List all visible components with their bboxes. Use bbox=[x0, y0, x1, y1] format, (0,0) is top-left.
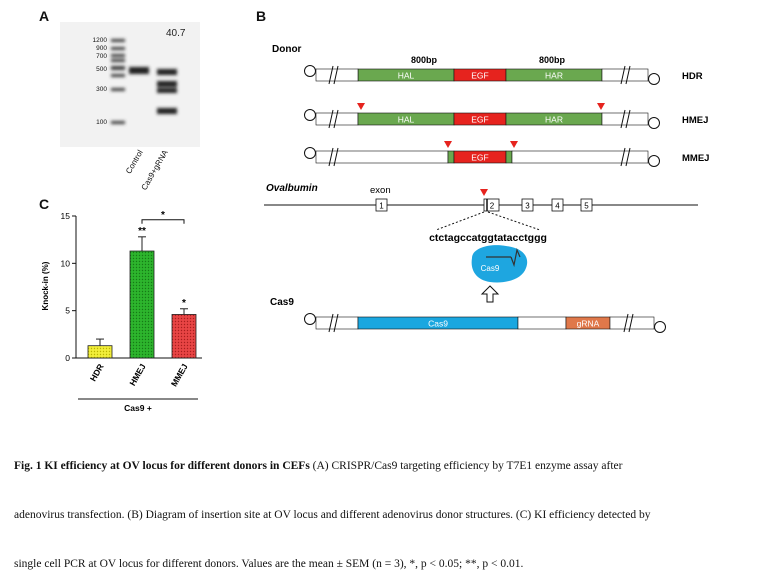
svg-text:HAL: HAL bbox=[398, 71, 415, 81]
cas9-title: Cas9 bbox=[270, 297, 294, 308]
bar-hdr bbox=[87, 345, 113, 359]
svg-text:HAL: HAL bbox=[398, 115, 415, 125]
gel-image: 1200 900 700 500 300 100 40.7 Control Ca… bbox=[60, 22, 200, 192]
ladder-label: 500 bbox=[96, 66, 107, 73]
significance-mark: ** bbox=[138, 226, 146, 237]
ladder-label: 900 bbox=[96, 45, 107, 52]
ladder-bands bbox=[111, 39, 125, 124]
y-axis-label: Knock-in (%) bbox=[41, 261, 50, 310]
svg-text:2: 2 bbox=[490, 202, 495, 211]
construct-hdr: HAL EGF HAR HDR bbox=[304, 65, 703, 85]
cut-site-marker bbox=[357, 103, 365, 110]
construct-name-hmej: HMEJ bbox=[682, 115, 708, 126]
ladder-label: 300 bbox=[96, 86, 107, 93]
svg-text:EGF: EGF bbox=[471, 71, 488, 81]
construct-mmej: EGF MMEJ bbox=[304, 141, 709, 167]
ladder-label: 700 bbox=[96, 53, 107, 60]
gel-background bbox=[60, 22, 200, 147]
figure-caption-line-3: single cell PCR at OV locus for differen… bbox=[14, 558, 524, 570]
lane-label-cas9: Cas9+gRNA bbox=[140, 148, 170, 192]
donor-diagram: Donor 800bp 800bp HAL EGF HAR HDR HAL EG… bbox=[264, 44, 709, 333]
bar-hmej bbox=[129, 250, 155, 359]
control-band bbox=[129, 67, 149, 74]
cas9-lane-bands bbox=[157, 69, 177, 114]
caption-title: Fig. 1 KI efficiency at OV locus for dif… bbox=[14, 460, 310, 472]
y-tick-label: 10 bbox=[61, 258, 71, 268]
bars: **** bbox=[87, 210, 197, 359]
construct-hmej: HAL EGF HAR HMEJ bbox=[304, 103, 708, 129]
svg-text:Cas9: Cas9 bbox=[481, 264, 500, 273]
svg-text:HAR: HAR bbox=[545, 71, 563, 81]
cut-site-marker bbox=[597, 103, 605, 110]
svg-text:gRNA: gRNA bbox=[577, 319, 600, 329]
y-tick-label: 5 bbox=[65, 306, 70, 316]
ladder-label: 1200 bbox=[93, 37, 108, 44]
efficiency-value: 40.7 bbox=[166, 28, 186, 39]
svg-text:5: 5 bbox=[584, 202, 589, 211]
arm-size-right: 800bp bbox=[539, 55, 566, 65]
bar-mmej bbox=[171, 314, 197, 359]
ovalbumin-locus: 1 2 3 4 5 bbox=[264, 189, 698, 231]
cut-site-marker bbox=[510, 141, 518, 148]
cut-site-marker bbox=[480, 189, 488, 196]
target-sequence: ctctagccatggtatacctggg bbox=[429, 232, 547, 244]
figure-caption-line-2: adenovirus transfection. (B) Diagram of … bbox=[14, 509, 651, 521]
construct-name-hdr: HDR bbox=[682, 71, 703, 82]
panel-a-label: A bbox=[39, 8, 50, 24]
lane-label-control: Control bbox=[124, 148, 145, 175]
caption-text: (A) CRISPR/Cas9 targeting efficiency by … bbox=[309, 460, 623, 472]
svg-text:4: 4 bbox=[555, 202, 560, 211]
comparison-bracket bbox=[141, 219, 185, 224]
x-tick-label: HMEJ bbox=[127, 362, 148, 388]
comparison-mark: * bbox=[161, 210, 165, 221]
group-label: Cas9 + bbox=[124, 403, 152, 413]
y-tick-label: 15 bbox=[61, 211, 71, 221]
exon-label: exon bbox=[370, 185, 391, 196]
svg-text:EGF: EGF bbox=[471, 115, 488, 125]
significance-mark: * bbox=[182, 298, 186, 309]
arm-size-left: 800bp bbox=[411, 55, 438, 65]
svg-text:EGF: EGF bbox=[471, 153, 488, 163]
y-tick-label: 0 bbox=[65, 353, 70, 363]
gene-name: Ovalbumin bbox=[266, 183, 318, 194]
svg-text:HAR: HAR bbox=[545, 115, 563, 125]
x-axis-labels: HDR HMEJ MMEJ bbox=[88, 362, 190, 389]
construct-cas9: Cas9 gRNA bbox=[304, 313, 666, 333]
x-tick-label: MMEJ bbox=[169, 362, 190, 389]
donor-title: Donor bbox=[272, 44, 302, 55]
cas9-protein: Cas9 bbox=[471, 245, 528, 283]
x-tick-label: HDR bbox=[88, 362, 106, 383]
svg-text:1: 1 bbox=[379, 202, 384, 211]
panel-c-label: C bbox=[39, 196, 50, 212]
panel-b-label: B bbox=[256, 8, 267, 24]
figure-caption-line-1: Fig. 1 KI efficiency at OV locus for dif… bbox=[14, 459, 759, 473]
up-arrow-icon bbox=[480, 285, 500, 303]
cut-site-marker bbox=[444, 141, 452, 148]
construct-name-mmej: MMEJ bbox=[682, 153, 709, 164]
svg-text:3: 3 bbox=[525, 202, 530, 211]
svg-text:Cas9: Cas9 bbox=[428, 319, 448, 329]
ladder-label: 100 bbox=[96, 119, 107, 126]
